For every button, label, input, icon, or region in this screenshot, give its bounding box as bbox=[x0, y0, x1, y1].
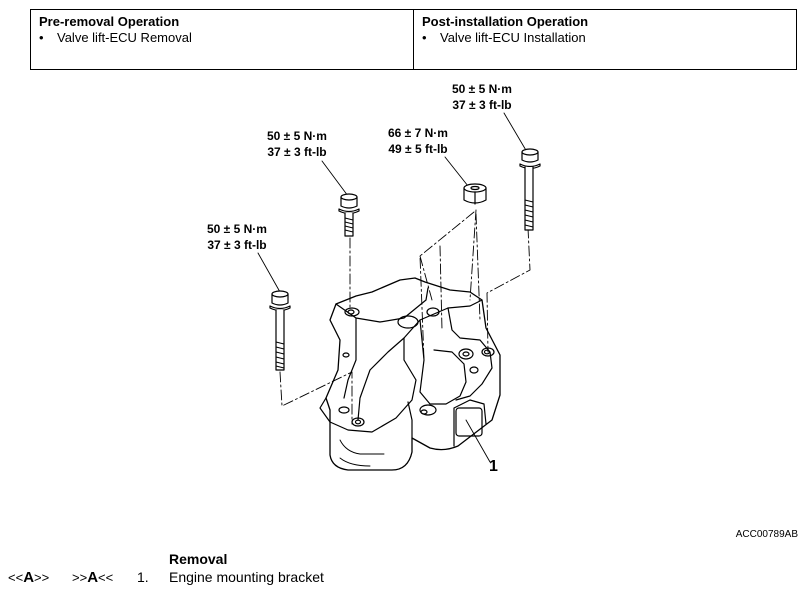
torque-nm: 50 ± 5 N·m bbox=[452, 82, 512, 96]
mark-letter: A bbox=[23, 569, 35, 586]
mark-close: >> bbox=[34, 570, 50, 585]
list-item: <<A>> >>A<< 1. Engine mounting bracket bbox=[8, 569, 408, 587]
torque-nm: 50 ± 5 N·m bbox=[267, 129, 327, 143]
leader-lines bbox=[257, 112, 528, 463]
assembly-lines bbox=[279, 209, 531, 425]
procedure-heading: Removal bbox=[169, 551, 228, 567]
torque-ftlb: 37 ± 3 ft-lb bbox=[452, 98, 512, 112]
torque-label-right-top: 50 ± 5 N·m 37 ± 3 ft-lb bbox=[452, 81, 512, 113]
part-callout-number: 1 bbox=[489, 458, 498, 475]
operations-table: Pre-removal Operation • Valve lift-ECU Re… bbox=[30, 9, 797, 70]
mark-close: << bbox=[98, 570, 114, 585]
bolt-left bbox=[269, 290, 291, 371]
mark-open: << bbox=[8, 570, 24, 585]
post-installation-item-text: Valve lift-ECU Installation bbox=[440, 30, 586, 45]
installation-mark: >>A<< bbox=[72, 569, 113, 586]
removal-mark: <<A>> bbox=[8, 569, 49, 586]
figure-code: ACC00789AB bbox=[735, 529, 798, 540]
torque-label-left: 50 ± 5 N·m 37 ± 3 ft-lb bbox=[207, 221, 267, 253]
torque-nm: 50 ± 5 N·m bbox=[207, 222, 267, 236]
nut-center bbox=[463, 183, 487, 205]
post-installation-item: • Valve lift-ECU Installation bbox=[422, 30, 788, 46]
engine-mounting-bracket bbox=[319, 277, 501, 471]
step-number: 1. bbox=[137, 569, 149, 585]
torque-label-center: 66 ± 7 N·m 49 ± 5 ft-lb bbox=[388, 125, 448, 157]
bolt-right-top bbox=[519, 148, 541, 231]
torque-ftlb: 37 ± 3 ft-lb bbox=[267, 145, 327, 159]
pre-removal-cell: Pre-removal Operation • Valve lift-ECU Re… bbox=[31, 10, 413, 69]
post-installation-cell: Post-installation Operation • Valve lift-… bbox=[413, 10, 796, 69]
mark-open: >> bbox=[72, 570, 88, 585]
pre-removal-item: • Valve lift-ECU Removal bbox=[39, 30, 405, 46]
bullet-icon: • bbox=[422, 30, 427, 45]
mark-letter: A bbox=[87, 569, 99, 586]
torque-label-center-left: 50 ± 5 N·m 37 ± 3 ft-lb bbox=[267, 128, 327, 160]
pre-removal-title: Pre-removal Operation bbox=[39, 14, 180, 29]
bolt-center-left bbox=[338, 193, 360, 237]
torque-nm: 66 ± 7 N·m bbox=[388, 126, 448, 140]
pre-removal-item-text: Valve lift-ECU Removal bbox=[57, 30, 192, 45]
torque-ftlb: 49 ± 5 ft-lb bbox=[388, 142, 448, 156]
post-installation-title: Post-installation Operation bbox=[422, 14, 589, 29]
torque-ftlb: 37 ± 3 ft-lb bbox=[207, 238, 267, 252]
bullet-icon: • bbox=[39, 30, 44, 45]
step-label: Engine mounting bracket bbox=[169, 569, 324, 585]
